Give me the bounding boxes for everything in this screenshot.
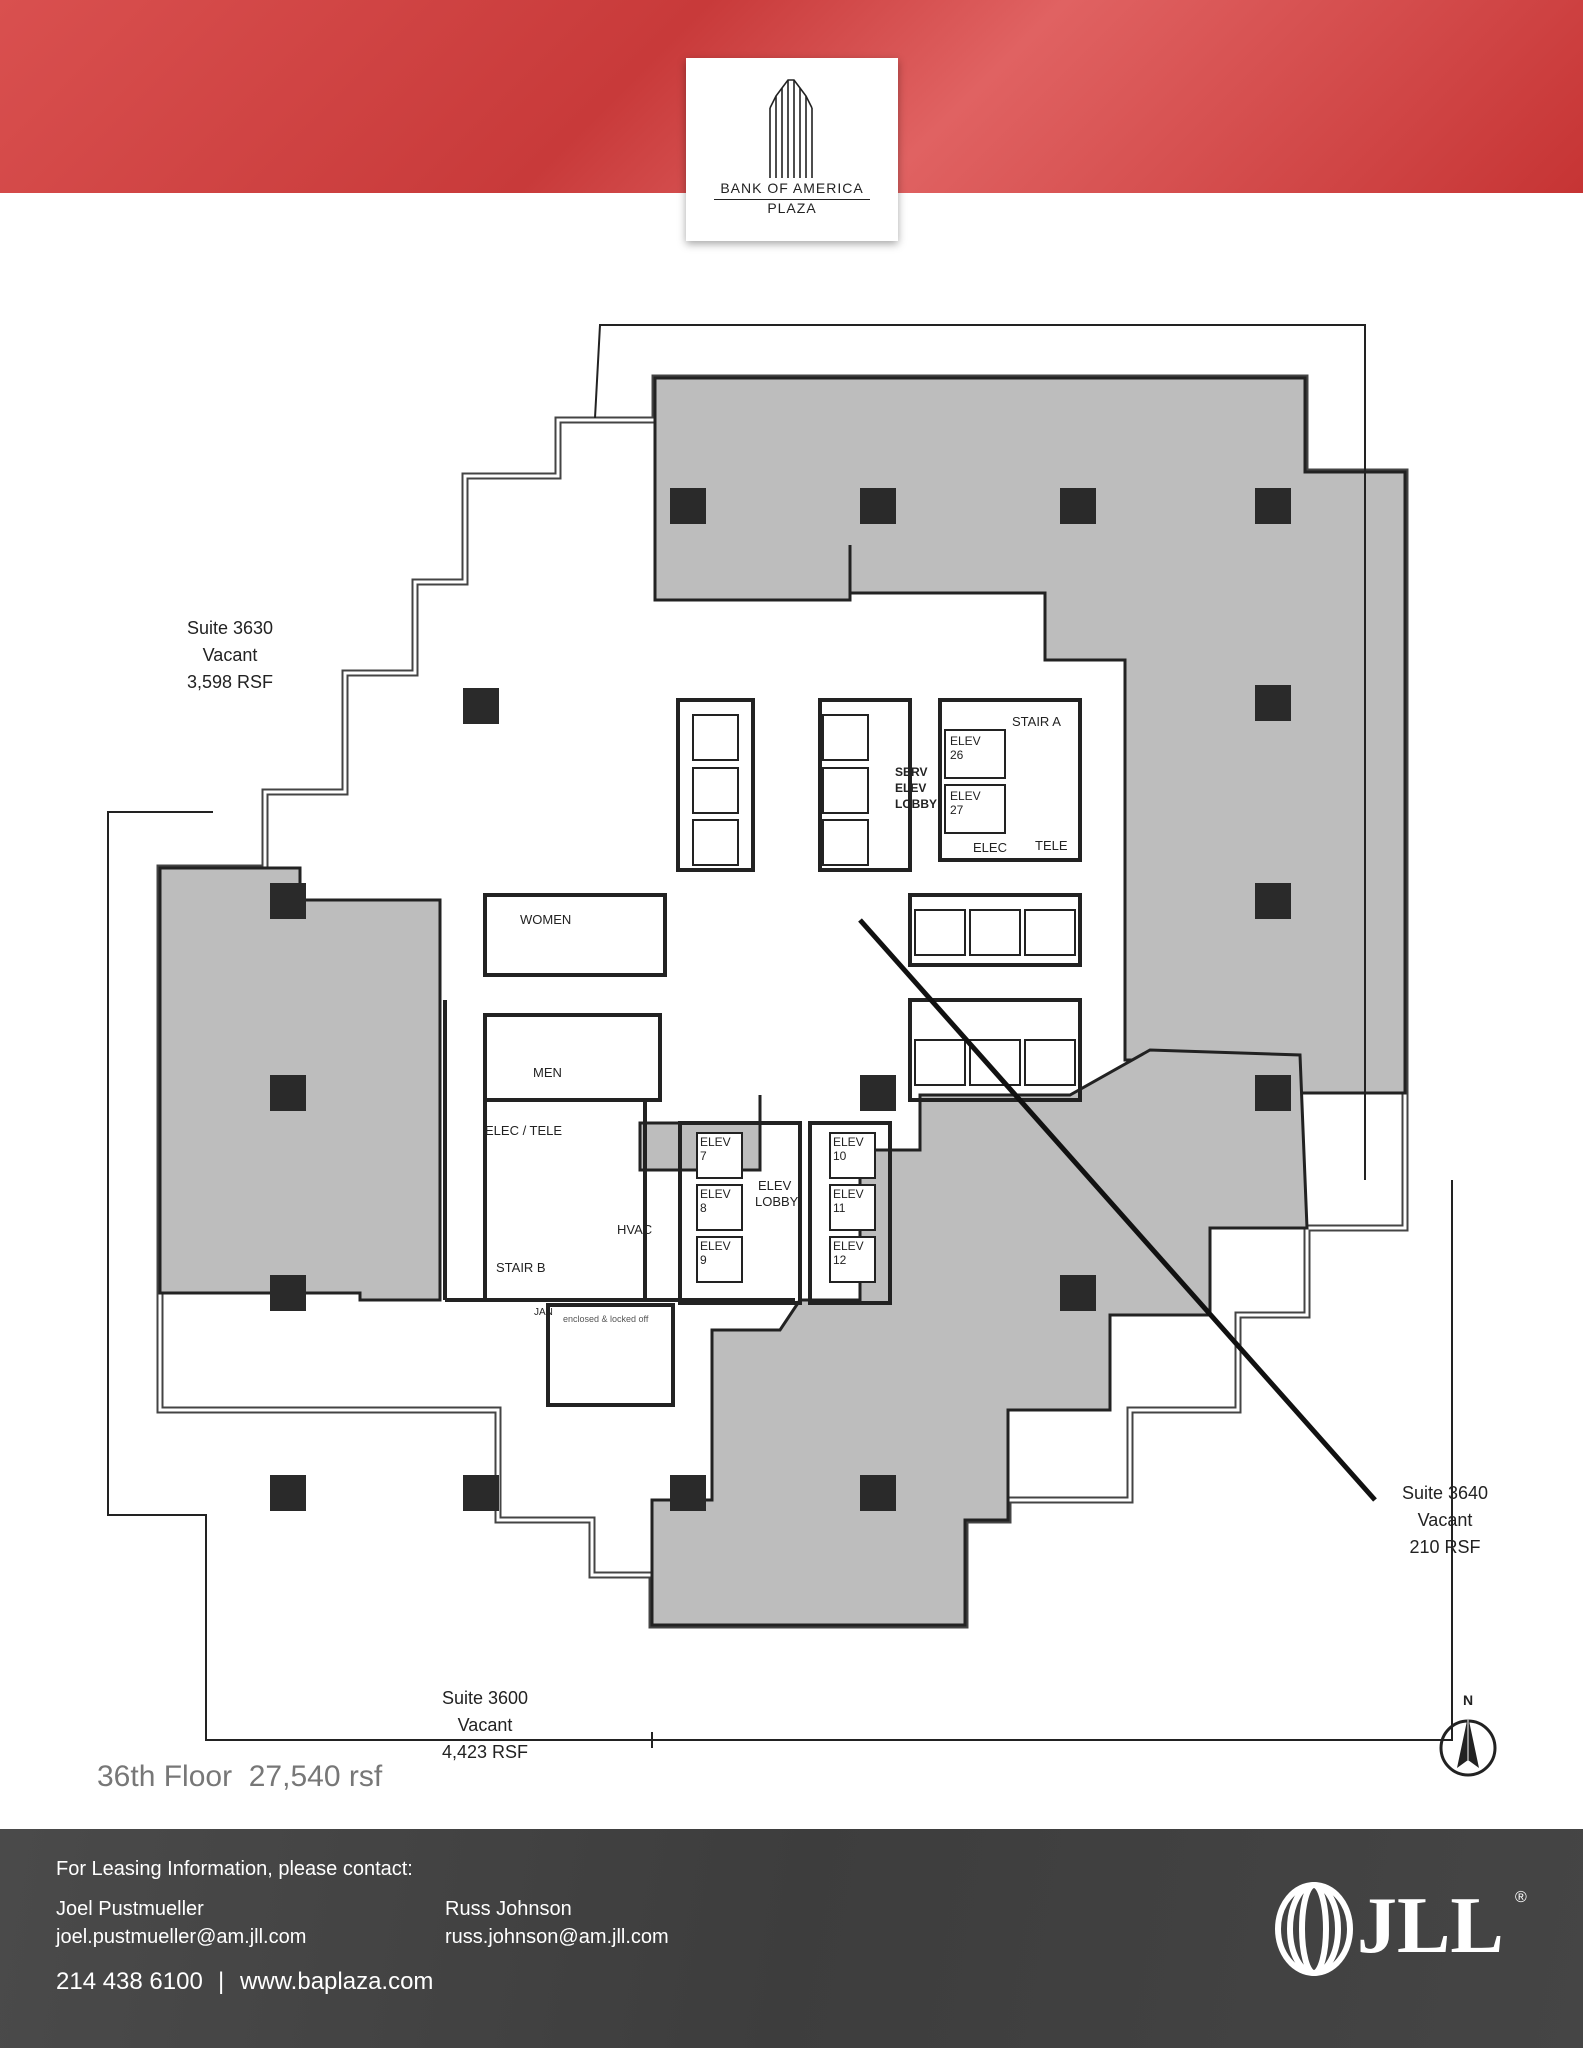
suite-3630-status: Vacant [202,645,258,665]
compass-label: N [1462,1692,1474,1708]
floor-title: 36th Floor 27,540 rsf [97,1760,383,1793]
core-walls [443,698,1082,1407]
logo-divider [714,199,870,200]
jll-swirl-icon [1275,1882,1353,1976]
logo-line1: BANK OF AMERICA [720,180,864,196]
contact-1-email[interactable]: joel.pustmueller@am.jll.com [56,1926,307,1948]
suite-3600-status: Vacant [457,1715,513,1735]
floor-plan [107,324,1453,1748]
logo-card: BANK OF AMERICA PLAZA [686,58,898,241]
serv-elev-lobby-2: ELEV [895,781,927,795]
serv-elev-lobby-1: SERV [895,765,928,779]
footer-separator: | [218,1968,225,1995]
suite-3600-label: Suite 3600 Vacant 4,423 RSF [415,1685,555,1766]
footer-website[interactable]: www.baplaza.com [240,1968,434,1995]
footer: For Leasing Information, please contact:… [0,1829,1583,2048]
elev-lobby-2: LOBBY [755,1194,799,1209]
room-jan: JAN [534,1307,553,1318]
elev-lobby-1: ELEV [758,1178,792,1193]
room-tele: TELE [1035,838,1068,853]
suite-3600-area: 4,423 RSF [441,1742,529,1762]
room-men: MEN [533,1065,562,1080]
room-stair-a: STAIR A [1012,714,1061,729]
suite-3640-area: 210 RSF [1409,1537,1481,1557]
suite-3600-name: Suite 3600 [441,1688,529,1708]
suite-3630-name: Suite 3630 [186,618,274,638]
contact-2-name: Russ Johnson [445,1898,572,1920]
suite-3640-label: Suite 3640 Vacant 210 RSF [1375,1480,1515,1561]
suite-3640-name: Suite 3640 [1401,1483,1489,1503]
dimension-lines [107,324,1453,1748]
suite-3640-leader [858,918,1377,1502]
jll-brand: JLL [1357,1882,1504,1970]
contact-2-email[interactable]: russ.johnson@am.jll.com [445,1926,669,1948]
structural-columns [270,488,1291,1511]
room-stair-b: STAIR B [496,1260,546,1275]
jll-registered-mark: ® [1515,1889,1527,1906]
suite-3630-label: Suite 3630 Vacant 3,598 RSF [160,615,300,696]
enclosed-note: enclosed & locked off [563,1314,649,1324]
north-arrow-icon [1439,1716,1497,1777]
room-women: WOMEN [520,912,572,927]
elevator-cabs [692,714,1076,1283]
footer-heading: For Leasing Information, please contact: [56,1858,413,1880]
footer-phone[interactable]: 214 438 6100 [56,1968,203,1995]
contact-1-name: Joel Pustmueller [56,1898,204,1920]
building-logo-icon [769,79,813,178]
room-elec: ELEC [973,840,1007,855]
suite-3640-status: Vacant [1417,1510,1473,1530]
serv-elev-lobby-3: LOBBY [895,797,937,811]
room-elec-tele: ELEC / TELE [485,1123,563,1138]
suite-3630-area: 3,598 RSF [186,672,274,692]
room-hvac: HVAC [617,1222,653,1237]
logo-line2: PLAZA [767,200,817,216]
